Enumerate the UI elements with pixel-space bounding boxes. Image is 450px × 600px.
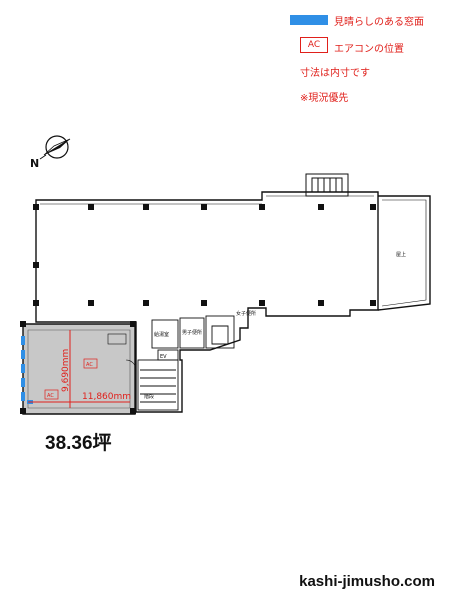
service-core bbox=[137, 315, 235, 411]
svg-text:AC: AC bbox=[86, 362, 93, 368]
ac-marker: AC bbox=[83, 358, 98, 369]
priority-note: ※現況優先 bbox=[300, 93, 349, 104]
structural-columns bbox=[33, 204, 376, 306]
window-legend-swatch bbox=[290, 15, 328, 25]
area-label: 38.36坪 bbox=[45, 433, 112, 454]
north-arrow-icon: N bbox=[30, 135, 71, 170]
dimension-lines bbox=[28, 330, 130, 408]
inner-dimension-note: 寸法は内寸です bbox=[300, 68, 370, 79]
room-label: 階段 bbox=[144, 393, 154, 400]
ac-legend-label: エアコンの位置 bbox=[334, 44, 404, 55]
north-label: N bbox=[30, 157, 39, 170]
room-label: 男子便所 bbox=[182, 329, 202, 336]
window-legend-label: 見晴らしのある窓面 bbox=[334, 17, 424, 28]
room-label: EV bbox=[160, 354, 167, 360]
room-label: 女子便所 bbox=[236, 310, 256, 317]
ac-marker: AC bbox=[44, 389, 59, 400]
room-label: 屋上 bbox=[396, 251, 406, 258]
ac-legend-box: AC bbox=[300, 37, 328, 53]
vertical-dimension: 9,690mm bbox=[61, 349, 71, 392]
site-url: kashi-jimusho.com bbox=[299, 573, 435, 590]
svg-text:AC: AC bbox=[47, 393, 54, 399]
room-label: 給湯室 bbox=[154, 331, 169, 338]
floor-outline bbox=[35, 191, 431, 413]
horizontal-dimension: 11,860mm bbox=[82, 392, 131, 402]
